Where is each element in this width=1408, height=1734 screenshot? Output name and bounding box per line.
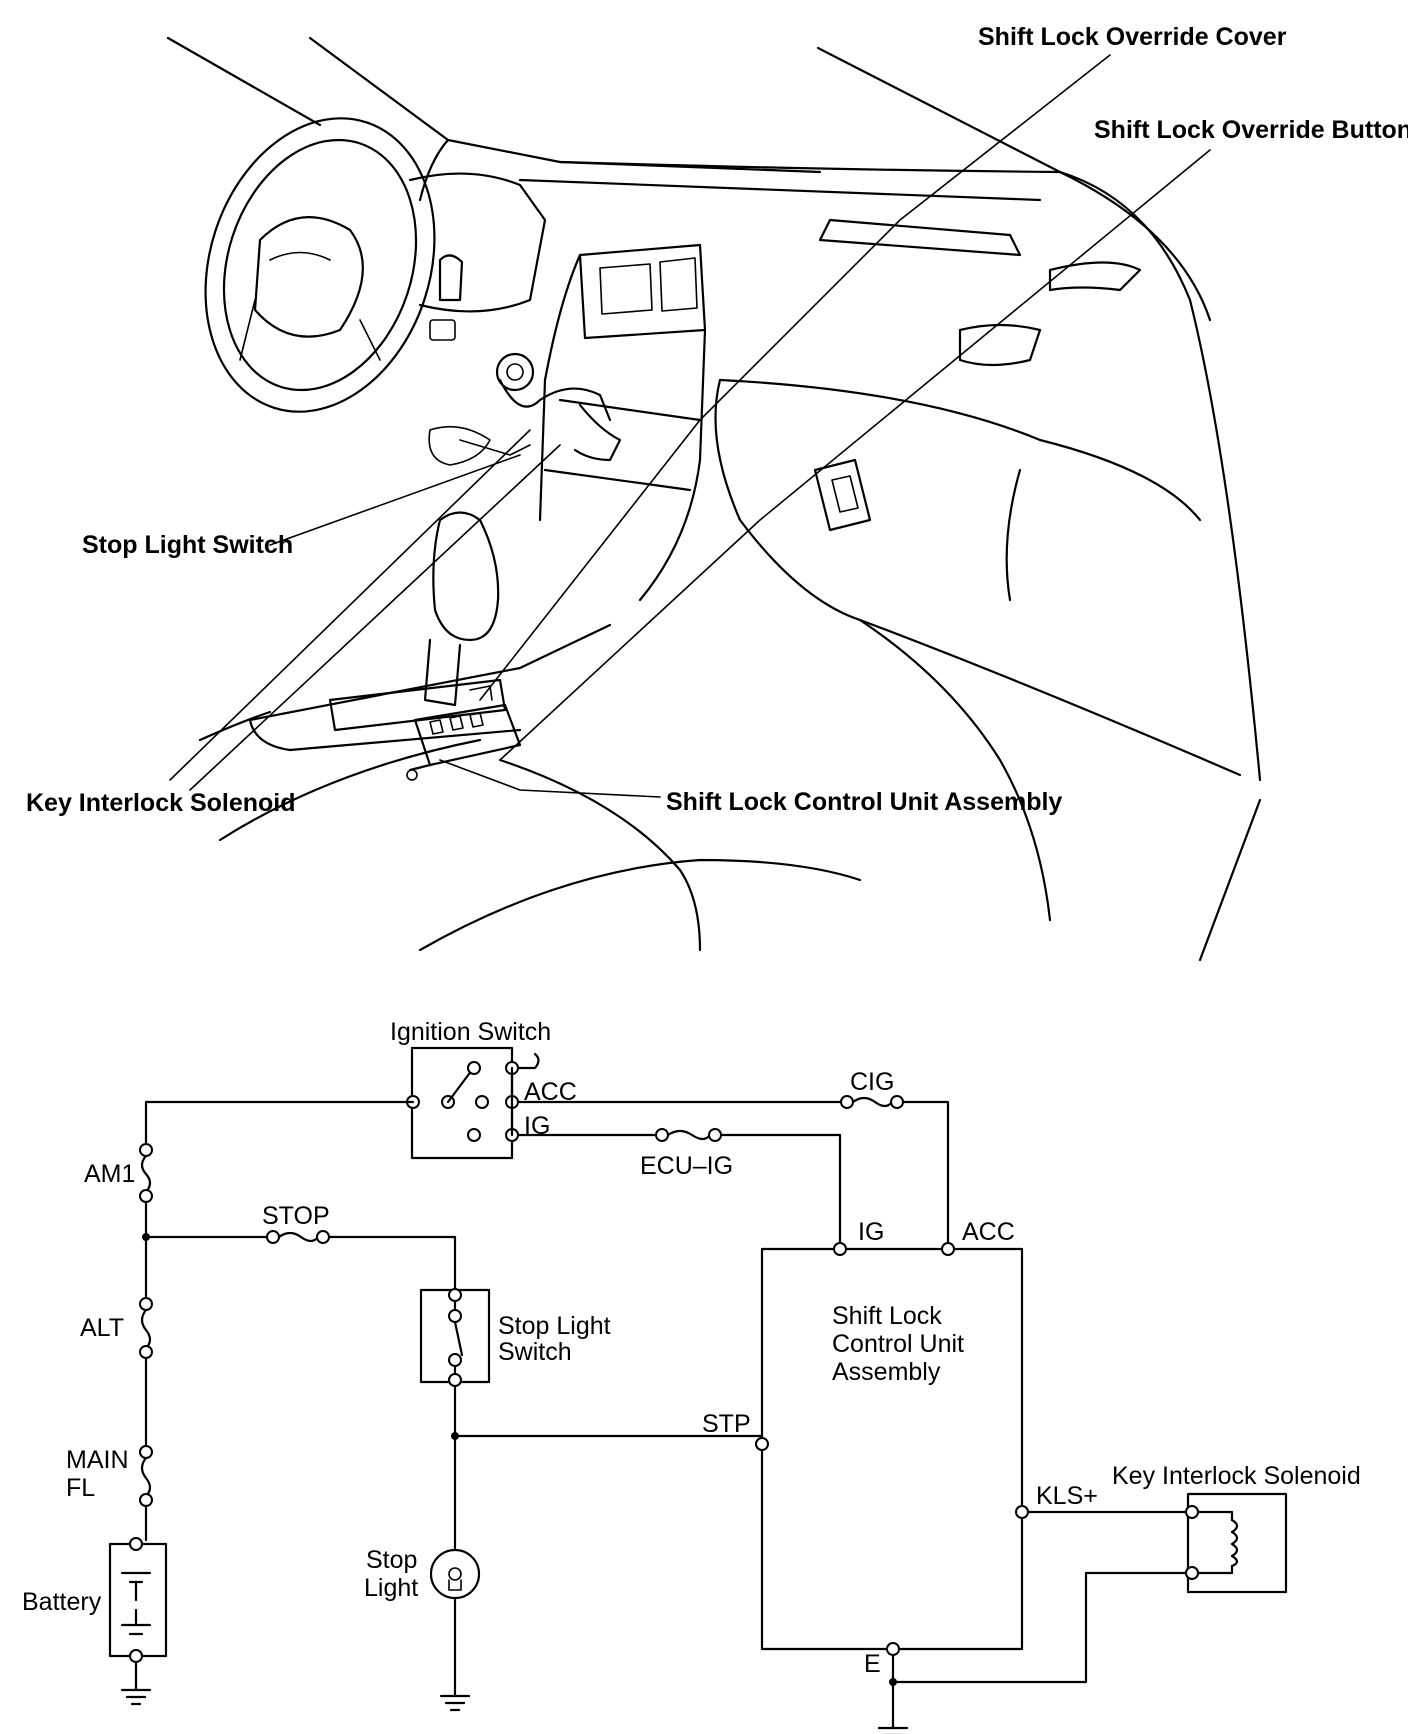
label-main: MAIN [66,1446,129,1474]
label-ecu-ig: ECU–IG [640,1152,733,1180]
label-e: E [864,1650,881,1678]
circuit-schematic: Ignition Switch ACC IG AM1 [22,1018,1361,1734]
ground-symbol-stop-light [439,1694,471,1712]
label-unit-ig: IG [858,1218,884,1246]
label-stop-light-switch-2: Switch [498,1338,572,1366]
label-stp: STP [702,1410,751,1438]
main-fl-fuse: MAIN FL [66,1445,153,1507]
label-am1: AM1 [84,1160,135,1188]
label-unit-name-1: Shift Lock [832,1302,942,1330]
dashboard-illustration: Shift Lock Override Cover Shift Lock Ove… [26,23,1408,962]
ground-symbol-unit [877,1726,909,1734]
label-stop-light-1: Stop [366,1546,417,1574]
stop-light: Stop Light [364,1546,481,1602]
label-stop: STOP [262,1202,330,1230]
key-interlock-solenoid: Key Interlock Solenoid [1112,1462,1361,1594]
label-key-interlock-solenoid: Key Interlock Solenoid [26,789,296,817]
label-unit-name-2: Control Unit [832,1330,964,1358]
label-battery: Battery [22,1588,102,1616]
label-shift-lock-override-button: Shift Lock Override Button [1094,116,1408,144]
label-kls: KLS+ [1036,1482,1098,1510]
ignition-switch: Ignition Switch ACC IG [390,1018,577,1160]
label-stop-light-2: Light [364,1574,418,1602]
cig-fuse: CIG [840,1068,904,1109]
alt-fuse: ALT [80,1297,153,1359]
am1-fuse: AM1 [84,1143,153,1203]
label-fl: FL [66,1474,95,1502]
stop-fuse: STOP [262,1202,330,1244]
label-unit-name-3: Assembly [832,1358,941,1386]
ground-symbol-battery [120,1688,152,1706]
label-alt: ALT [80,1314,124,1342]
shift-lock-control-unit: IG ACC Shift Lock Control Unit Assembly … [702,1218,1098,1678]
label-shift-lock-override-cover: Shift Lock Override Cover [978,23,1287,51]
ecu-ig-fuse: ECU–IG [640,1128,733,1180]
label-stop-light-switch: Stop Light Switch [82,531,293,559]
label-cig: CIG [850,1068,894,1096]
label-shift-lock-control-unit-assembly: Shift Lock Control Unit Assembly [666,788,1062,816]
battery: Battery [22,1537,168,1663]
label-key-interlock-solenoid-schematic: Key Interlock Solenoid [1112,1462,1361,1490]
label-unit-acc: ACC [962,1218,1015,1246]
label-stop-light-switch-1: Stop Light [498,1312,611,1340]
stop-light-switch: Stop Light Switch [419,1288,611,1387]
label-ignition-switch: Ignition Switch [390,1018,551,1046]
